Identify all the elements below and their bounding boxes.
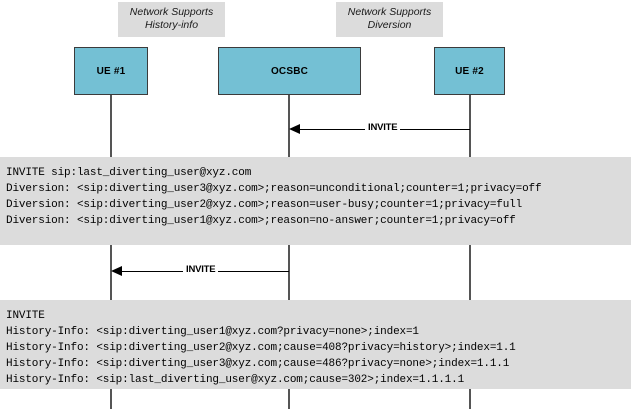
- message-label-invite-1: INVITE: [365, 122, 401, 134]
- sip-message-block-history-info: INVITE History-Info: <sip:diverting_user…: [0, 300, 631, 389]
- lifeline-ue2: [469, 389, 471, 409]
- sip-line: Diversion: <sip:diverting_user2@xyz.com>…: [6, 199, 523, 211]
- arrow-head-icon: [111, 266, 122, 276]
- sip-line: Diversion: <sip:diverting_user3@xyz.com>…: [6, 183, 542, 195]
- message-arrow-invite-1: INVITE: [289, 120, 470, 139]
- arrow-head-icon: [289, 124, 300, 134]
- sip-line: History-Info: <sip:last_diverting_user@x…: [6, 374, 465, 386]
- sip-line: INVITE: [6, 310, 45, 322]
- entity-label-ue2: UE #2: [455, 65, 484, 77]
- sip-line: Diversion: <sip:diverting_user1@xyz.com>…: [6, 215, 516, 227]
- lifeline-ue1: [110, 95, 112, 157]
- lifeline-ue2: [469, 95, 471, 157]
- entity-label-ocsbc: OCSBC: [270, 65, 309, 77]
- lifeline-ocsbc: [288, 245, 290, 300]
- note-network-supports-diversion: Network Supports Diversion: [336, 2, 443, 37]
- sip-line: History-Info: <sip:diverting_user1@xyz.c…: [6, 326, 419, 338]
- sip-message-block-diversion: INVITE sip:last_diverting_user@xyz.com D…: [0, 157, 631, 245]
- message-arrow-invite-2: INVITE: [111, 262, 289, 281]
- sip-line: INVITE sip:last_diverting_user@xyz.com: [6, 167, 252, 179]
- sip-line: History-Info: <sip:diverting_user2@xyz.c…: [6, 342, 516, 354]
- entity-box-ue1[interactable]: UE #1: [74, 47, 148, 95]
- lifeline-ue1: [110, 389, 112, 409]
- lifeline-ocsbc: [288, 389, 290, 409]
- entity-box-ue2[interactable]: UE #2: [434, 47, 505, 95]
- message-label-invite-2: INVITE: [183, 264, 219, 276]
- note-network-supports-history-info: Network Supports History-info: [118, 2, 225, 37]
- lifeline-ue2: [469, 245, 471, 300]
- sip-line: History-Info: <sip:diverting_user3@xyz.c…: [6, 358, 510, 370]
- entity-box-ocsbc[interactable]: OCSBC: [218, 47, 361, 95]
- entity-label-ue1: UE #1: [96, 65, 126, 77]
